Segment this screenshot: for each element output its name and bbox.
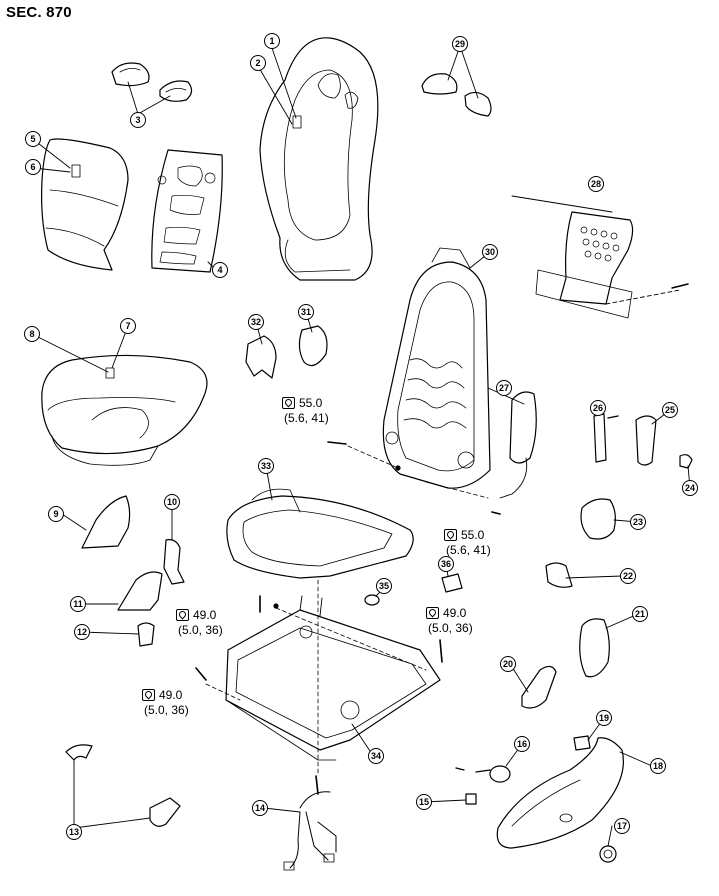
seat-rails xyxy=(226,596,440,760)
torque-value: 49.0 xyxy=(193,608,217,622)
wrench-icon xyxy=(142,689,155,701)
part-21 xyxy=(580,619,610,677)
callout-8: 8 xyxy=(24,326,40,342)
callout-15: 15 xyxy=(416,794,432,810)
torque-spec-rail-rear-left: 49.0 (5.0, 36) xyxy=(142,688,189,718)
part-20 xyxy=(522,666,556,708)
callout-26: 26 xyxy=(590,400,606,416)
callout-6: 6 xyxy=(25,159,41,175)
headrest-support xyxy=(536,212,633,318)
callout-11: 11 xyxy=(70,596,86,612)
callout-13: 13 xyxy=(66,824,82,840)
part-24-25-26 xyxy=(594,414,692,468)
callout-23: 23 xyxy=(630,514,646,530)
wrench-icon xyxy=(426,607,439,619)
part-23 xyxy=(581,499,615,539)
hooks xyxy=(66,745,180,826)
wrench-icon xyxy=(176,609,189,621)
part-12 xyxy=(138,623,154,646)
callout-17: 17 xyxy=(614,818,630,834)
part-9 xyxy=(82,496,130,548)
callout-24: 24 xyxy=(682,480,698,496)
torque-units: (5.0, 36) xyxy=(144,703,189,717)
callout-32: 32 xyxy=(248,314,264,330)
callout-12: 12 xyxy=(74,624,90,640)
callout-29: 29 xyxy=(452,36,468,52)
callout-10: 10 xyxy=(164,494,180,510)
side-trim xyxy=(497,738,623,848)
callout-31: 31 xyxy=(298,304,314,320)
callout-22: 22 xyxy=(620,568,636,584)
torque-value: 55.0 xyxy=(461,528,485,542)
side-covers xyxy=(112,63,192,101)
callout-5: 5 xyxy=(25,131,41,147)
callout-14: 14 xyxy=(252,800,268,816)
torque-spec-seatback-right: 55.0 (5.6, 41) xyxy=(444,528,491,558)
callout-36: 36 xyxy=(438,556,454,572)
callout-25: 25 xyxy=(662,402,678,418)
callout-16: 16 xyxy=(514,736,530,752)
callout-30: 30 xyxy=(482,244,498,260)
seatback-assembly xyxy=(260,38,378,280)
callout-35: 35 xyxy=(376,578,392,594)
part-19 xyxy=(574,736,590,750)
seat-cushion xyxy=(42,355,207,465)
cap-35 xyxy=(365,595,379,605)
seatback-board xyxy=(152,150,222,272)
torque-units: (5.0, 36) xyxy=(178,623,223,637)
bracket-31 xyxy=(299,326,327,366)
part-17 xyxy=(600,846,616,862)
side-pad xyxy=(500,392,536,498)
callout-18: 18 xyxy=(650,758,666,774)
wrench-icon xyxy=(444,529,457,541)
torque-spec-rail-front-left: 49.0 (5.0, 36) xyxy=(176,608,223,638)
torque-value: 49.0 xyxy=(159,688,183,702)
side-covers-upper-right xyxy=(422,74,491,116)
seat-frame xyxy=(227,489,413,578)
callout-34: 34 xyxy=(368,748,384,764)
clip-36 xyxy=(442,574,462,592)
part-15 xyxy=(466,794,476,804)
callout-28: 28 xyxy=(588,176,604,192)
part-10 xyxy=(164,540,184,584)
callout-2: 2 xyxy=(250,55,266,71)
section-title: SEC. 870 xyxy=(6,4,72,21)
wire-harness xyxy=(284,792,336,870)
torque-units: (5.0, 36) xyxy=(428,621,473,635)
part-22 xyxy=(546,563,572,587)
part-11 xyxy=(118,572,162,610)
callout-21: 21 xyxy=(632,606,648,622)
callout-19: 19 xyxy=(596,710,612,726)
seatback-frame xyxy=(383,248,490,488)
torque-spec-seatback-left: 55.0 (5.6, 41) xyxy=(282,396,329,426)
callout-3: 3 xyxy=(130,112,146,128)
callout-33: 33 xyxy=(258,458,274,474)
torque-value: 55.0 xyxy=(299,396,323,410)
callout-1: 1 xyxy=(264,33,280,49)
callout-27: 27 xyxy=(496,380,512,396)
wrench-icon xyxy=(282,397,295,409)
torque-spec-rail-front-right: 49.0 (5.0, 36) xyxy=(426,606,473,636)
callout-9: 9 xyxy=(48,506,64,522)
seatback-pad xyxy=(42,139,128,270)
torque-units: (5.6, 41) xyxy=(284,411,329,425)
callout-7: 7 xyxy=(120,318,136,334)
torque-units: (5.6, 41) xyxy=(446,543,491,557)
callout-20: 20 xyxy=(500,656,516,672)
callout-4: 4 xyxy=(212,262,228,278)
knob-16 xyxy=(456,766,510,782)
torque-value: 49.0 xyxy=(443,606,467,620)
bracket-32 xyxy=(246,336,276,378)
